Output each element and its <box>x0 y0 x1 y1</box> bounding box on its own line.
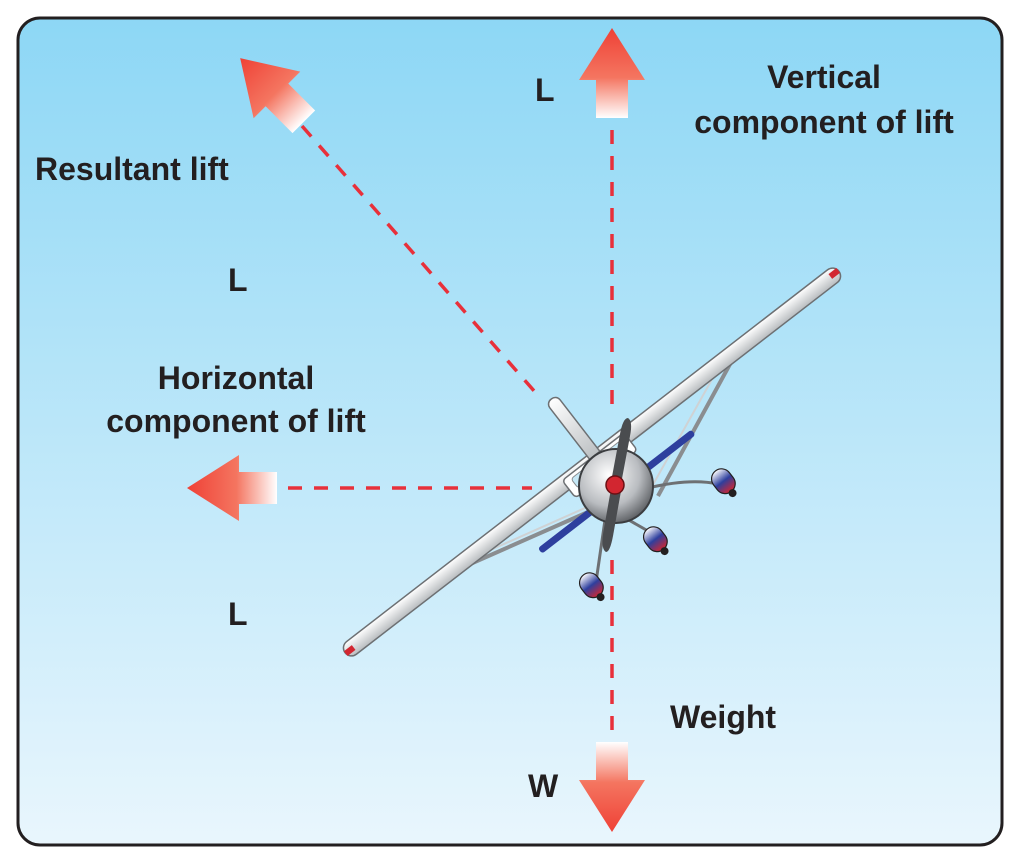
vertical-lift-symbol: L <box>535 72 555 108</box>
right-wing-strut <box>656 354 737 497</box>
horizontal-lift-label-line2: component of lift <box>106 403 366 439</box>
vertical-lift-label-line2: component of lift <box>694 104 954 140</box>
horizontal-lift-arrow <box>187 455 277 521</box>
horizontal-lift-label-line1: Horizontal <box>158 360 314 396</box>
airplane <box>342 267 842 657</box>
resultant-lift-arrow <box>240 58 316 134</box>
propeller-spinner <box>605 475 625 495</box>
weight-symbol: W <box>528 768 559 804</box>
vertical-lift-label-line1: Vertical <box>767 59 881 95</box>
weight-arrow <box>579 742 645 832</box>
propeller <box>602 418 632 552</box>
left-main-wheel <box>578 572 605 602</box>
force-lines <box>288 124 614 735</box>
left-wing-strut <box>467 510 589 567</box>
resultant-lift-label: Resultant lift <box>35 151 229 187</box>
weight-label: Weight <box>670 699 776 735</box>
vertical-lift-arrow <box>579 28 645 118</box>
resultant-lift-line <box>300 124 537 394</box>
resultant-lift-symbol: L <box>228 262 248 298</box>
right-wing-strut-2 <box>649 364 721 491</box>
horizontal-lift-symbol: L <box>228 596 248 632</box>
right-main-wheel <box>710 468 737 498</box>
sky-background <box>16 16 1004 847</box>
nose-wheel <box>642 526 669 556</box>
